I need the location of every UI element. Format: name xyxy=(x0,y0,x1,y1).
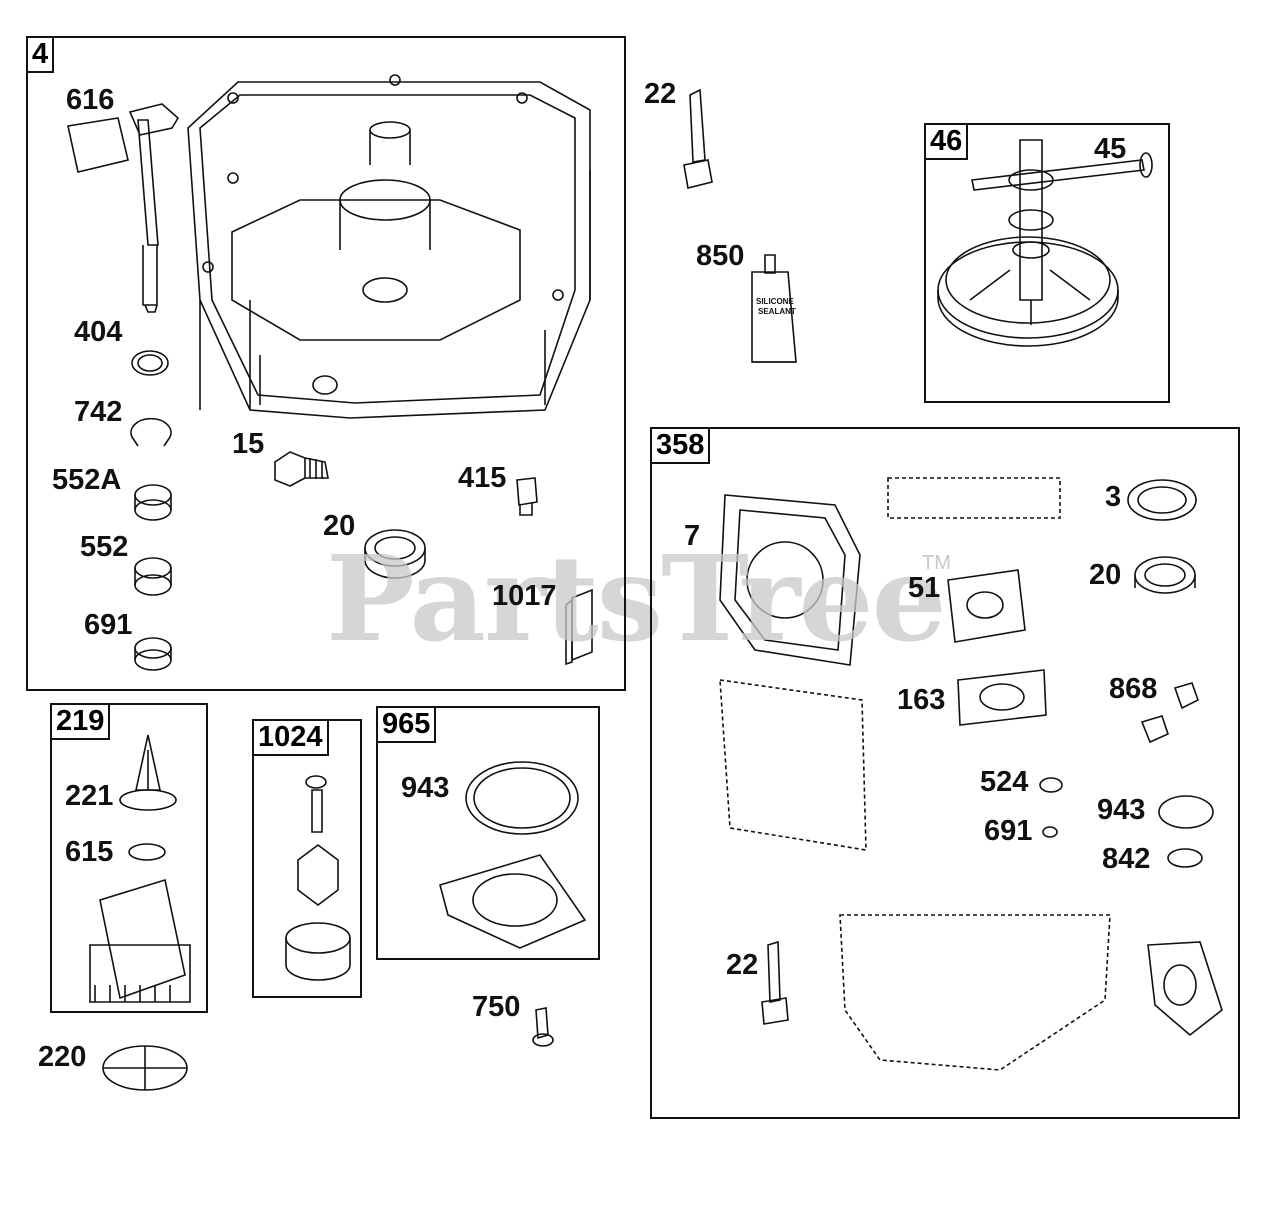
part-label-615: 615 xyxy=(65,836,114,868)
part-label-20-kit4: 20 xyxy=(323,510,356,542)
part-label-7: 7 xyxy=(684,520,701,552)
seal-washers-drawing xyxy=(130,350,172,671)
part-label-524: 524 xyxy=(980,766,1029,798)
kit-965-frame xyxy=(376,706,600,960)
part-label-404: 404 xyxy=(74,316,123,348)
kit-tag-358: 358 xyxy=(650,427,711,464)
part-label-552: 552 xyxy=(80,531,129,563)
kit-1024-frame xyxy=(252,719,362,998)
tube-label-line1: SILICONE xyxy=(756,297,794,306)
kit-358-frame xyxy=(650,427,1240,1119)
part-label-742: 742 xyxy=(74,396,123,428)
watermark-tm: TM xyxy=(922,552,951,574)
part-label-22-lower: 22 xyxy=(726,949,759,981)
governor-cup-drawing xyxy=(102,1045,188,1091)
oil-pump-drawing xyxy=(285,775,351,981)
part-label-850: 850 xyxy=(696,240,745,272)
watermark: PartsTree xyxy=(326,529,947,668)
part-label-415: 415 xyxy=(458,462,507,494)
sensor-drawing xyxy=(565,588,593,666)
part-label-221: 221 xyxy=(65,780,114,812)
cam-pin-drawing xyxy=(971,152,1153,191)
kit-4-frame xyxy=(26,36,626,691)
part-label-15: 15 xyxy=(232,428,265,460)
part-label-691-kit4: 691 xyxy=(84,609,133,641)
bolt-drawing-top xyxy=(683,88,713,189)
part-label-842: 842 xyxy=(1102,843,1151,875)
part-label-51: 51 xyxy=(908,572,941,604)
part-label-616: 616 xyxy=(66,84,115,116)
kit-219-frame xyxy=(50,703,208,1013)
pump-cover-drawing xyxy=(439,761,587,949)
part-label-691-kit358: 691 xyxy=(984,815,1033,847)
small-seals-drawing xyxy=(1039,479,1214,868)
part-label-1017: 1017 xyxy=(492,580,557,612)
kit-tag-965: 965 xyxy=(376,706,437,743)
bolt-drawing-lower xyxy=(761,940,789,1025)
part-label-220: 220 xyxy=(38,1041,87,1073)
part-label-943-kit965: 943 xyxy=(401,772,450,804)
breather-plug-drawing xyxy=(516,477,538,516)
part-label-868: 868 xyxy=(1109,673,1158,705)
sealant-tube-drawing xyxy=(751,254,797,363)
oil-seal-drawing xyxy=(364,529,426,579)
part-label-163: 163 xyxy=(897,684,946,716)
kit-tag-4: 4 xyxy=(26,36,55,73)
governor-shaft-drawing xyxy=(67,103,180,313)
part-label-20-kit358: 20 xyxy=(1089,559,1122,591)
part-label-3: 3 xyxy=(1105,481,1122,513)
governor-gear-drawing xyxy=(89,734,191,1003)
part-label-943-kit358: 943 xyxy=(1097,794,1146,826)
screw-drawing xyxy=(532,1007,554,1047)
part-label-750: 750 xyxy=(472,991,521,1023)
tube-label-line2: SEALANT xyxy=(758,307,796,316)
kit-46-frame xyxy=(924,123,1170,403)
gasket-set-drawing xyxy=(719,477,1223,1071)
drain-plug-drawing xyxy=(274,451,329,487)
kit-tag-219: 219 xyxy=(50,703,111,740)
part-label-45: 45 xyxy=(1094,133,1127,165)
kit-tag-1024: 1024 xyxy=(252,719,329,756)
part-label-552a: 552A xyxy=(52,464,122,496)
crankcase-sump-drawing xyxy=(187,74,591,419)
camshaft-gear-drawing xyxy=(937,139,1119,347)
kit-tag-46: 46 xyxy=(924,123,969,160)
part-label-22-top: 22 xyxy=(644,78,677,110)
